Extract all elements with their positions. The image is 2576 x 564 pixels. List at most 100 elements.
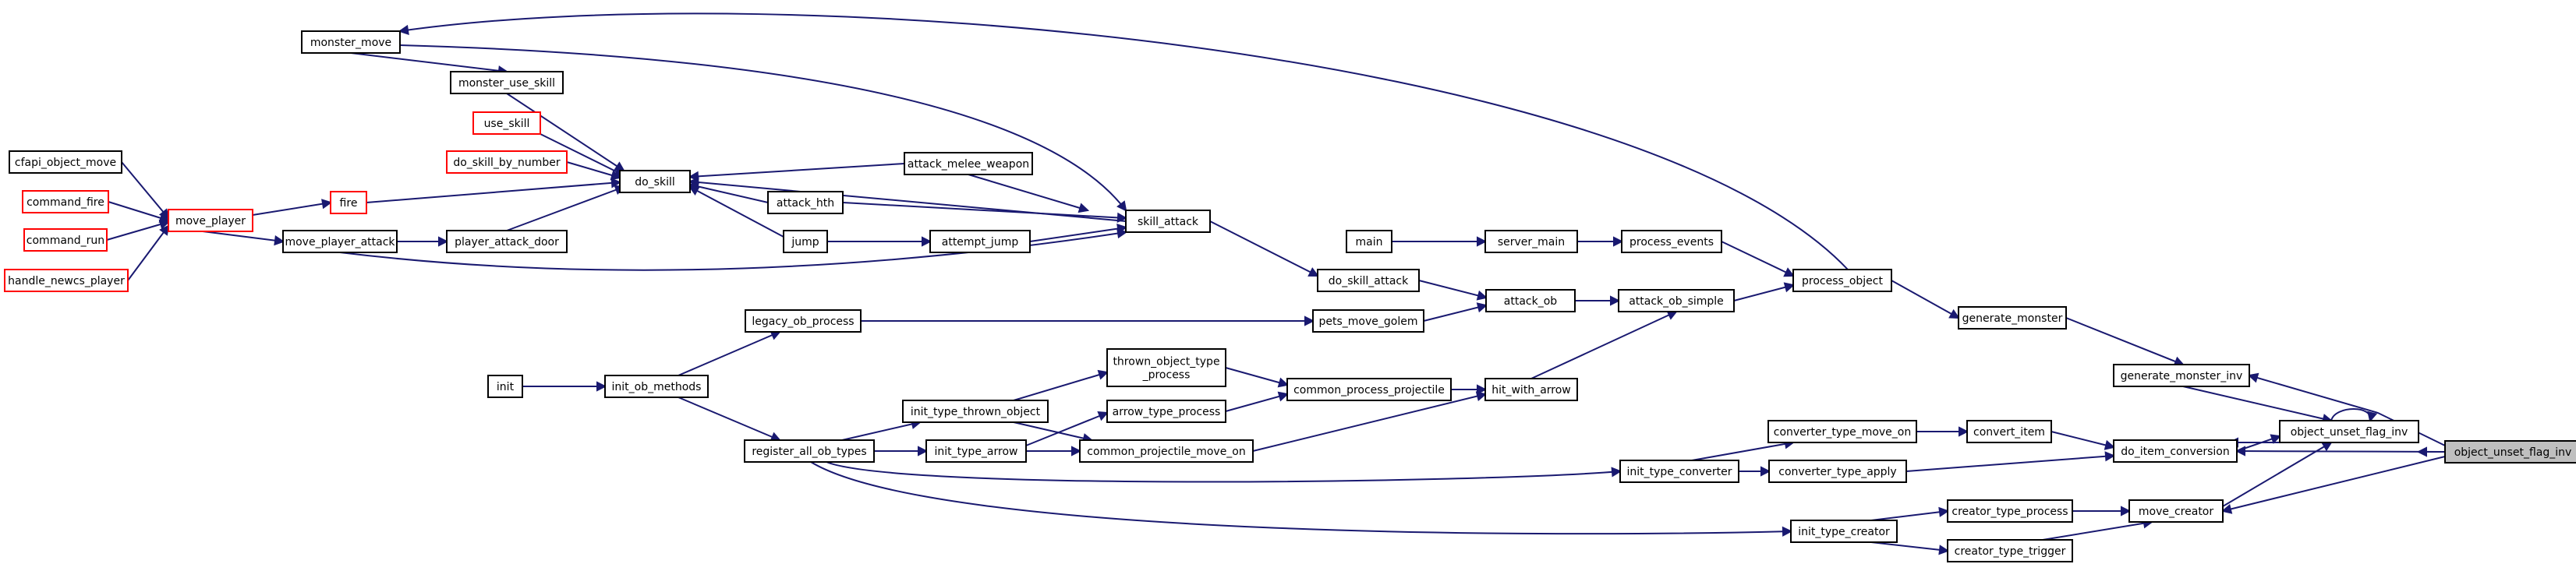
edge-line	[2222, 456, 2446, 512]
node-process-events[interactable]: process_events	[1621, 230, 1722, 253]
edge-arrowhead	[1938, 545, 1950, 555]
node-converter-type-move-on[interactable]: converter_type_move_on	[1767, 420, 1917, 443]
node-box	[2444, 440, 2576, 464]
node-object-unset-flag-inv-target[interactable]: object_unset_flag_inv	[2444, 440, 2576, 464]
node-creator-type-process[interactable]: creator_type_process	[1947, 499, 2073, 523]
node-label: move_player	[175, 215, 246, 227]
node-handle-newcs-player[interactable]: handle_newcs_player	[4, 269, 129, 292]
node-monster-use-skill[interactable]: monster_use_skill	[450, 71, 564, 94]
node-attack-melee-weapon[interactable]: attack_melee_weapon	[904, 152, 1033, 175]
edge-line	[841, 421, 921, 441]
edge-arrowhead	[1116, 200, 1127, 212]
node-command-fire[interactable]: command_fire	[22, 190, 109, 213]
node-box	[1286, 378, 1452, 401]
node-converter-type-apply[interactable]: converter_type_apply	[1768, 460, 1907, 483]
node-player-attack-door[interactable]: player_attack_door	[446, 230, 568, 253]
edge-arrowhead	[1304, 315, 1315, 326]
node-attack-ob-simple[interactable]: attack_ob_simple	[1618, 289, 1735, 312]
edge-arrowhead	[610, 178, 622, 189]
node-init-type-arrow[interactable]: init_type_arrow	[925, 439, 1027, 463]
node-label: converter_type_apply	[1778, 466, 1896, 478]
node-generate-monster-inv[interactable]: generate_monster_inv	[2113, 364, 2250, 387]
node-label: command_fire	[27, 196, 104, 209]
node-fire[interactable]: fire	[330, 191, 367, 214]
node-do-skill[interactable]: do_skill	[619, 170, 691, 193]
node-do-skill-attack[interactable]: do_skill_attack	[1317, 269, 1420, 292]
node-init[interactable]: init	[487, 375, 523, 398]
node-label: attack_ob	[1504, 295, 1558, 308]
call-edge	[874, 446, 929, 456]
node-init-type-thrown-object[interactable]: init_type_thrown_object	[902, 400, 1049, 423]
edge-arrowhead	[274, 235, 285, 246]
call-edge	[861, 315, 1315, 326]
node-pets-move-golem[interactable]: pets_move_golem	[1312, 309, 1424, 333]
node-label: fire	[340, 197, 358, 210]
edge-arrowhead	[2104, 439, 2116, 450]
node-label: creator_type_trigger	[1955, 545, 2066, 558]
edge-line	[566, 161, 621, 178]
edge-line	[2249, 375, 2446, 446]
function-nodes: monster_move monster_use_skill use_skilldo…	[4, 30, 2576, 562]
node-cfapi-object-move[interactable]: cfapi_object_move	[9, 150, 122, 174]
call-edge	[1733, 282, 1796, 301]
node-legacy-ob-process[interactable]: legacy_ob_process	[745, 309, 862, 333]
node-box	[487, 375, 523, 398]
edge-arrowhead	[1097, 411, 1109, 421]
node-monster-move[interactable]: monster_move	[301, 30, 401, 54]
call-edge	[1891, 280, 1960, 319]
call-edge	[1252, 391, 1488, 452]
node-attack-hth[interactable]: attack_hth	[767, 191, 844, 214]
call-edge	[108, 201, 171, 224]
node-generate-monster[interactable]: generate_monster	[1958, 306, 2067, 330]
edge-arrowhead	[1277, 391, 1290, 402]
edge-line	[842, 202, 1127, 219]
node-skill-attack[interactable]: skill_attack	[1125, 210, 1211, 233]
node-move-creator[interactable]: move_creator	[2128, 499, 2224, 523]
node-box	[1966, 420, 2052, 443]
node-register-all-ob-types[interactable]: register_all_ob_types	[744, 439, 875, 463]
call-edge	[2236, 434, 2282, 452]
node-box	[744, 439, 875, 463]
node-hit-with-arrow[interactable]: hit_with_arrow	[1484, 378, 1578, 401]
node-command-run[interactable]: command_run	[23, 228, 108, 252]
node-init-type-creator[interactable]: init_type_creator	[1790, 520, 1898, 543]
edge-line	[2236, 450, 2446, 453]
edge-line	[1721, 241, 1794, 277]
node-server-main[interactable]: server_main	[1484, 230, 1578, 253]
edge-arrowhead	[1476, 302, 1488, 313]
node-convert-item[interactable]: convert_item	[1966, 420, 2052, 443]
node-init-ob-methods[interactable]: init_ob_methods	[604, 375, 709, 398]
node-attack-ob[interactable]: attack_ob	[1485, 289, 1576, 312]
node-label: init_type_arrow	[935, 446, 1018, 458]
node-do-item-conversion[interactable]: do_item_conversion	[2113, 439, 2238, 463]
edge-arrowhead	[158, 219, 171, 230]
node-arrow-type-process[interactable]: arrow_type_process	[1106, 400, 1226, 423]
node-creator-type-trigger[interactable]: creator_type_trigger	[1947, 539, 2073, 562]
call-edge	[398, 12, 1849, 270]
node-attempt-jump[interactable]: attempt_jump	[929, 230, 1031, 253]
node-label: converter_type_move_on	[1774, 426, 1911, 439]
node-thrown-object-type-process[interactable]: thrown_object_type_process	[1106, 348, 1226, 387]
node-move-player[interactable]: move_player	[168, 209, 253, 232]
node-use-skill[interactable]: use_skill	[472, 111, 541, 135]
node-jump[interactable]: jump	[783, 230, 828, 253]
node-label: process_object	[1802, 275, 1883, 287]
node-process-object[interactable]: process_object	[1792, 269, 1892, 292]
call-edge	[678, 330, 782, 376]
node-common-process-projectile[interactable]: common_process_projectile	[1286, 378, 1452, 401]
call-edge	[106, 219, 171, 241]
edge-arrowhead	[398, 24, 409, 35]
edge-arrowhead	[1097, 369, 1109, 380]
edge-line	[1418, 280, 1487, 298]
node-main[interactable]: main	[1346, 230, 1392, 253]
node-label: init_type_thrown_object	[911, 406, 1041, 418]
node-init-type-converter[interactable]: init_type_converter	[1619, 460, 1739, 483]
node-object-unset-flag-inv[interactable]: object_unset_flag_inv	[2279, 420, 2419, 443]
call-edge	[1575, 295, 1621, 306]
edge-line	[1013, 372, 1108, 401]
node-move-player-attack[interactable]: move_player_attack	[282, 230, 398, 253]
node-label: attack_hth	[777, 197, 834, 210]
node-do-skill-by-number[interactable]: do_skill_by_number	[446, 150, 568, 174]
node-common-projectile-move-on[interactable]: common_projectile_move_on	[1079, 439, 1254, 463]
edge-line	[1225, 367, 1288, 386]
